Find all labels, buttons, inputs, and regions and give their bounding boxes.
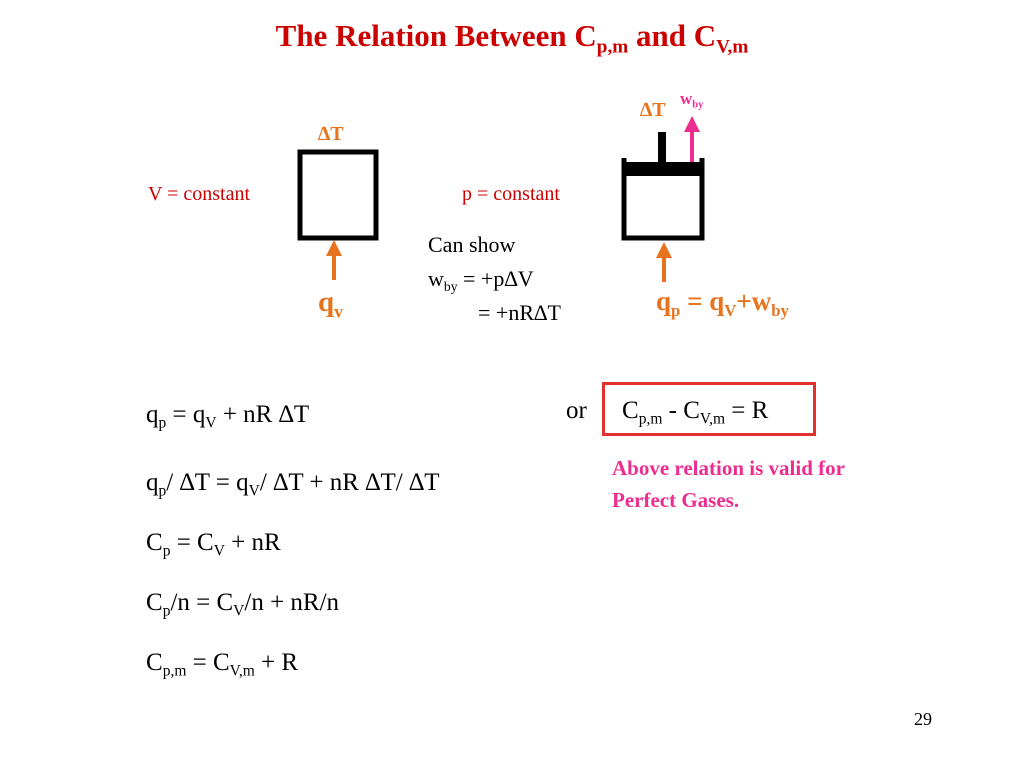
equation-5: Cp,m = CV,m + R	[146, 649, 299, 680]
equation-2: qp/ ∆T = qV/ ∆T + nR ∆T/ ∆T	[146, 469, 440, 500]
constant-volume-label: V = constant	[148, 183, 251, 205]
work-arrow	[684, 116, 700, 162]
relation-box	[602, 382, 816, 436]
delta-t-label-left: ∆T	[318, 123, 344, 145]
page-title: The Relation Between Cp,m and CV,m	[275, 18, 749, 58]
relation-note-line2: Perfect Gases.	[612, 488, 740, 512]
piston	[624, 162, 702, 176]
page-number: 29	[914, 709, 932, 729]
piston-rod	[658, 132, 666, 164]
heat-qv-label: qv	[318, 286, 344, 322]
constant-volume-container	[297, 149, 379, 241]
delta-t-label-right: ∆T	[640, 99, 666, 121]
heat-arrow-right	[656, 242, 672, 282]
equation-3: Cp = CV + nR	[146, 529, 281, 560]
can-show-line2: wby = +p∆V	[428, 266, 534, 294]
equation-4: Cp/n = CV/n + nR/n	[146, 589, 340, 620]
piston-cylinder	[621, 132, 705, 241]
can-show-line3: = +nR∆T	[478, 300, 561, 325]
heat-qp-equation: qp = qV+wby	[656, 286, 789, 320]
can-show-line1: Can show	[428, 232, 516, 257]
work-label: wby	[680, 89, 704, 111]
or-label: or	[566, 397, 587, 424]
equation-1: qp = qV + nR ∆T	[146, 401, 310, 432]
constant-pressure-label: p = constant	[462, 183, 560, 205]
relation-note-line1: Above relation is valid for	[612, 456, 845, 480]
heat-arrow-left	[326, 240, 342, 280]
relation-equation: Cp,m - CV,m = R	[622, 397, 769, 428]
